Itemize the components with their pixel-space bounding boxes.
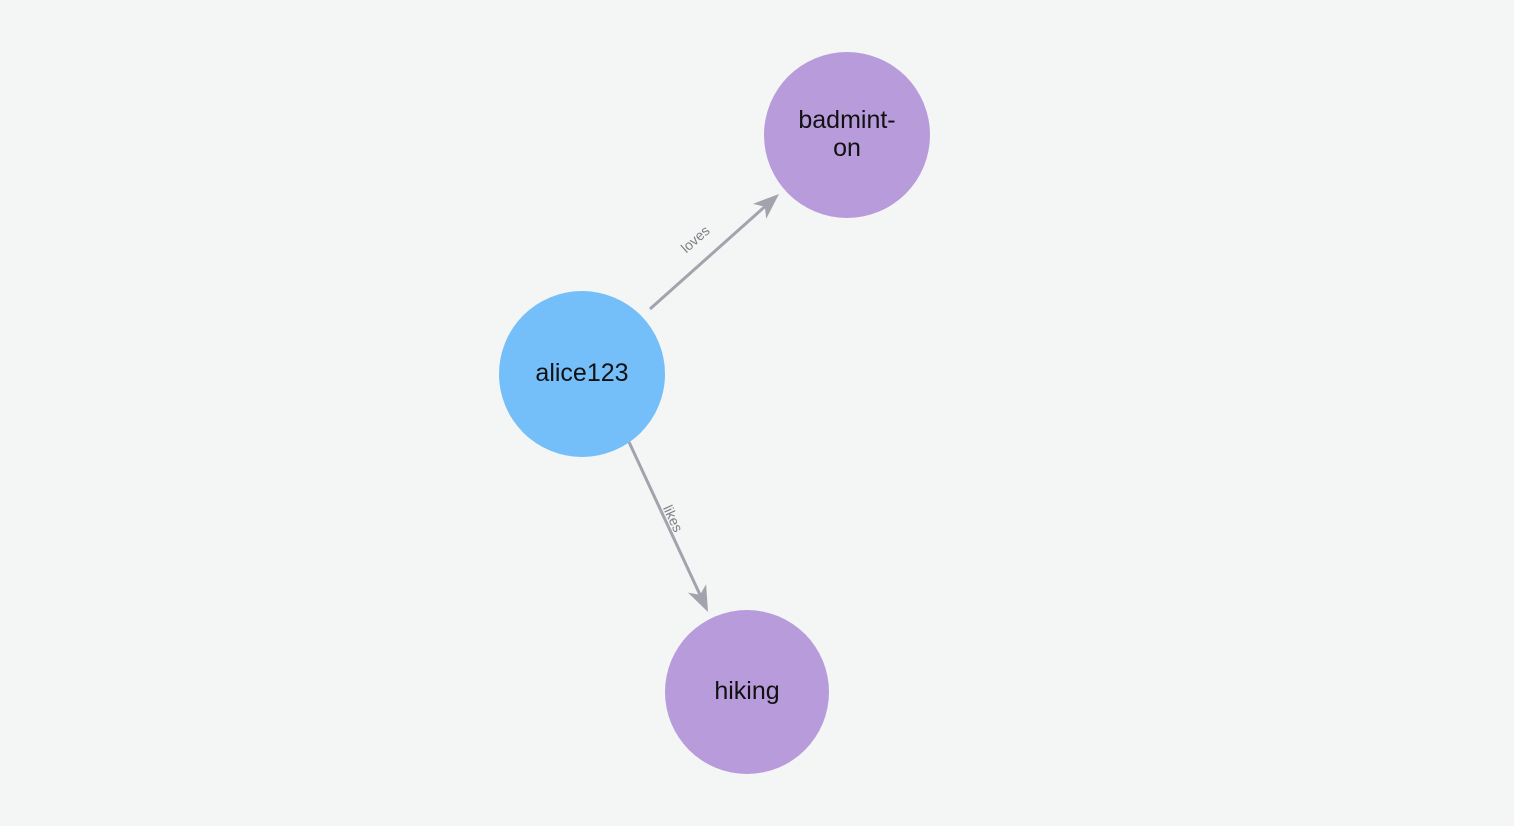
graph-node-hiking[interactable]: hiking [665, 610, 829, 774]
arrowhead-icon [752, 194, 779, 219]
graph-node-alice123[interactable]: alice123 [499, 291, 665, 457]
graph-node-badminton[interactable]: badmint-on [764, 52, 930, 218]
node-circle[interactable] [764, 52, 930, 218]
edge-line[interactable] [649, 205, 766, 311]
edge-line[interactable] [627, 441, 702, 596]
node-circle[interactable] [499, 291, 665, 457]
node-circle[interactable] [665, 610, 829, 774]
arrowhead-icon [687, 584, 708, 612]
